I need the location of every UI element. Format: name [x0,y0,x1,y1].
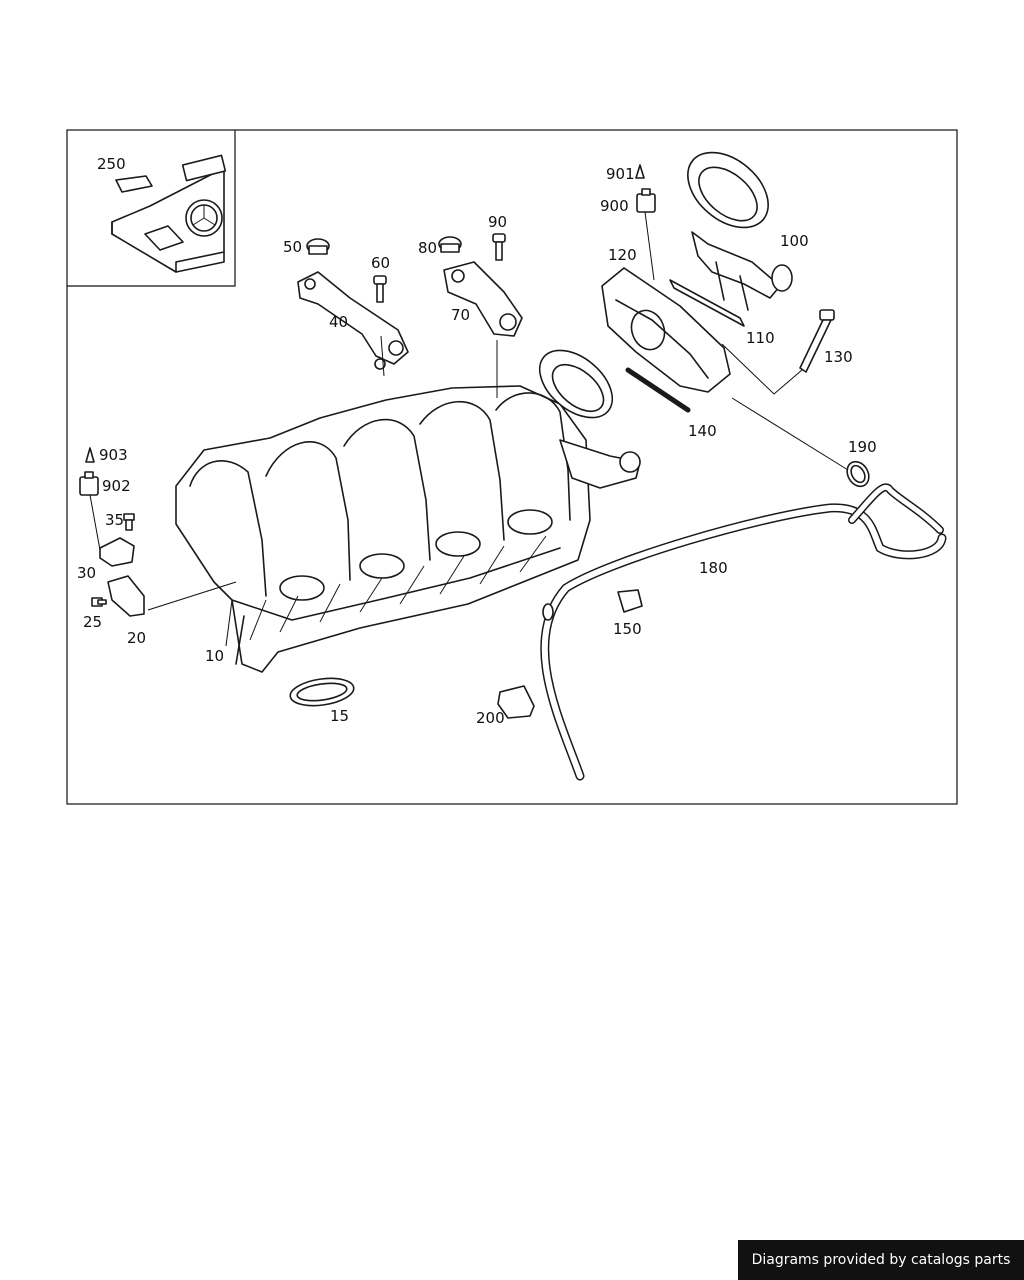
part-sensor-symbols-upper [635,164,656,213]
part-long-bolt [799,309,835,373]
callout-25: 25 [83,613,102,631]
callout-900: 900 [600,197,629,215]
callout-40: 40 [329,313,348,331]
callout-140: 140 [688,422,717,440]
callout-80: 80 [418,239,437,257]
callout-100: 100 [780,232,809,250]
part-intake-manifold [175,349,641,673]
callout-15: 15 [330,707,349,725]
part-sensor-symbols-lower [79,447,99,496]
callout-50: 50 [283,238,302,256]
part-sensor-20 [107,575,145,617]
part-clip-small [617,589,643,613]
part-hose-clamp [846,460,870,488]
part-air-duct [687,151,793,311]
callout-70: 70 [451,306,470,324]
callout-60: 60 [371,254,390,272]
inset-frame [67,130,236,287]
part-rod [625,367,691,413]
part-caps [306,236,462,255]
callout-200: 200 [476,709,505,727]
callout-901: 901 [606,165,635,183]
callout-902: 902 [102,477,131,495]
engine-cover-inset [111,154,227,273]
callout-labels: 250 901 900 90 100 50 80 120 60 40 70 11… [77,155,877,727]
callout-130: 130 [824,348,853,366]
part-bracket-left [297,271,409,370]
part-short-bolts [373,233,506,303]
part-screws-left [91,513,135,607]
part-throttle-housing [601,267,731,393]
callout-90: 90 [488,213,507,231]
leader-lines [89,211,849,647]
callout-120: 120 [608,246,637,264]
part-gasket-strip [669,279,745,327]
part-seal-ring [289,677,355,707]
callout-190: 190 [848,438,877,456]
callout-180: 180 [699,559,728,577]
part-clip-large [497,685,535,719]
callout-35: 35 [105,511,124,529]
callout-250: 250 [97,155,126,173]
diagram-frame [66,129,958,805]
callout-30: 30 [77,564,96,582]
part-bracket-right [443,261,523,337]
footer-credit-badge: Diagrams provided by catalogs parts [738,1240,1024,1280]
callout-903: 903 [99,446,128,464]
callout-150: 150 [613,620,642,638]
part-sensor-30 [99,537,135,567]
part-vent-hose [540,483,947,781]
callout-20: 20 [127,629,146,647]
callout-110: 110 [746,329,775,347]
callout-10: 10 [205,647,224,665]
